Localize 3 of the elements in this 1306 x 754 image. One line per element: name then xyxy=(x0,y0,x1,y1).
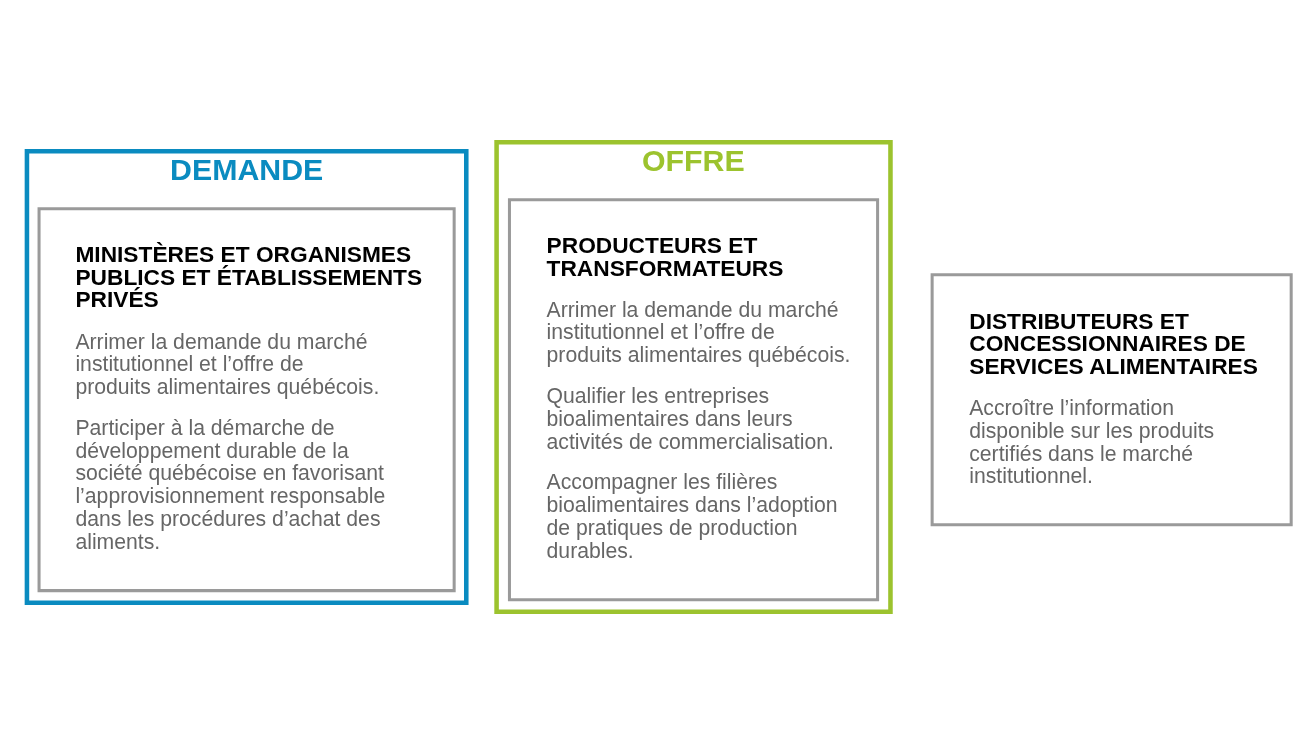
node-box: MINISTÈRES ET ORGANISMES PUBLICS ET ÉTABLISSEMENTS PRIVÉS Arrimer la demande du marché institutionnel et l’offre de produits alimentaires québécois. Participer à la démarche de développement durable de la société québécoise en favorisant l’approvisionnement responsable dans les procédures d’achat des aliments. xyxy=(37,207,456,593)
node-box: DISTRIBUTEURS ET CONCESSIONNAIRES DE SERVICES ALIMENTAIRES Accroître l’information disponible sur les produits certifiés dans le marché institutionnel. xyxy=(930,273,1293,527)
node-box: PRODUCTEURS ET TRANSFORMATEURS Arrimer la demande du marché institutionnel et l’offre de produits alimentaires québécois. Qualifier les entreprises bioalimentaires dans leurs activités de commercialisation. Accompagner les filières bioalimentaires dans l’adoption de pratiques de production durables. xyxy=(507,198,880,602)
